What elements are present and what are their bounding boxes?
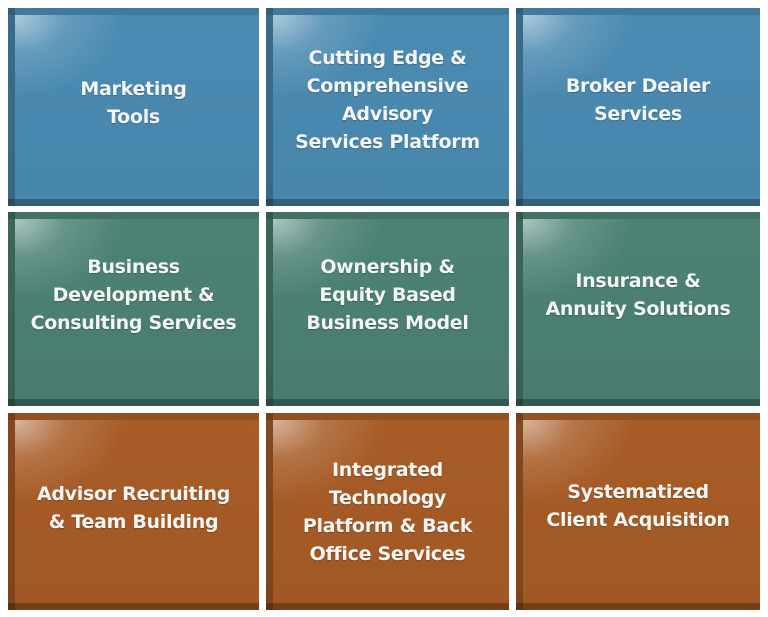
bevel bbox=[266, 212, 509, 219]
bevel bbox=[516, 212, 760, 219]
bevel bbox=[8, 212, 259, 219]
bevel bbox=[516, 413, 760, 420]
tile-label: Systematized Client Acquisition bbox=[546, 480, 730, 531]
bevel bbox=[8, 8, 259, 15]
tile-ownership-equity-model: Ownership & Equity Based Business Model bbox=[266, 212, 509, 406]
tile-marketing-tools: Marketing Tools bbox=[8, 8, 259, 206]
tile-advisory-services-platform: Cutting Edge & Comprehensive Advisory Se… bbox=[266, 8, 509, 206]
tile-integrated-technology: Integrated Technology Platform & Back Of… bbox=[266, 413, 509, 610]
tile-insurance-annuity: Insurance & Annuity Solutions bbox=[516, 212, 760, 406]
tile-label: Cutting Edge & Comprehensive Advisory Se… bbox=[295, 47, 480, 153]
bevel bbox=[8, 413, 259, 420]
tile-label: Advisor Recruiting & Team Building bbox=[36, 482, 231, 533]
tile-business-development: Business Development & Consulting Servic… bbox=[8, 212, 259, 406]
tile-label: Ownership & Equity Based Business Model bbox=[306, 256, 469, 334]
tile-label: Integrated Technology Platform & Back Of… bbox=[302, 458, 473, 565]
bevel bbox=[516, 8, 760, 15]
tile-label: Broker Dealer Services bbox=[565, 75, 711, 125]
tile-broker-dealer-services: Broker Dealer Services bbox=[516, 8, 760, 206]
tile-advisor-recruiting: Advisor Recruiting & Team Building bbox=[8, 413, 259, 610]
tile-label: Insurance & Annuity Solutions bbox=[545, 270, 731, 320]
tile-label: Business Development & Consulting Servic… bbox=[30, 256, 237, 334]
tile-label: Marketing Tools bbox=[80, 78, 187, 128]
tile-client-acquisition: Systematized Client Acquisition bbox=[516, 413, 760, 610]
bevel bbox=[266, 8, 509, 15]
bevel bbox=[266, 413, 509, 420]
